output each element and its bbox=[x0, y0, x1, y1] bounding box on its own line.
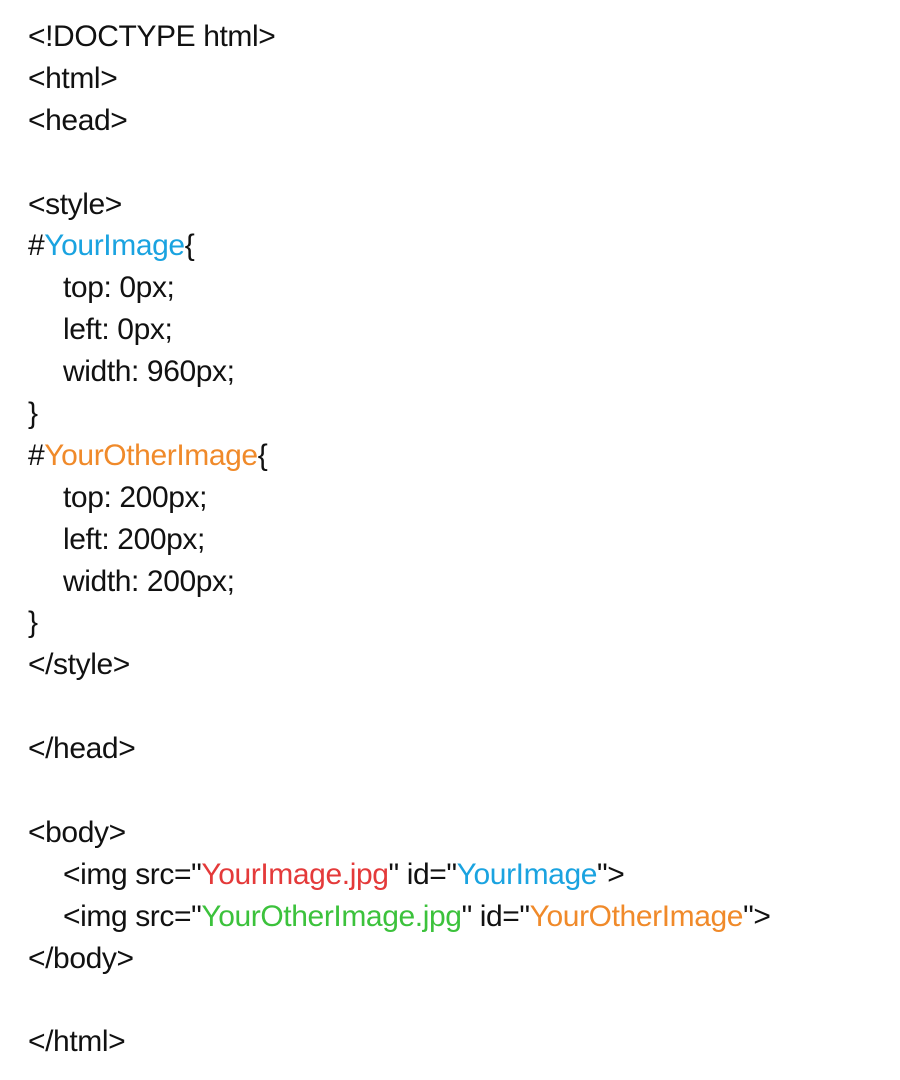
code-line: #YourImage{ bbox=[28, 225, 770, 267]
code-line: <style> bbox=[28, 184, 770, 226]
code-line bbox=[28, 686, 770, 728]
code-line: <!DOCTYPE html> bbox=[28, 16, 770, 58]
code-line: top: 200px; bbox=[28, 477, 770, 519]
code-line: <body> bbox=[28, 812, 770, 854]
code-line: <head> bbox=[28, 100, 770, 142]
code-token: "> bbox=[597, 857, 625, 891]
code-line: <img src="YourOtherImage.jpg" id="YourOt… bbox=[28, 896, 771, 938]
code-line: } bbox=[28, 602, 770, 644]
code-line: top: 0px; bbox=[28, 267, 770, 309]
code-token: <img src=" bbox=[63, 899, 202, 933]
code-token: " id=" bbox=[461, 899, 531, 933]
code-token: } bbox=[28, 606, 38, 640]
code-line: width: 960px; bbox=[28, 351, 770, 393]
code-token: <img src=" bbox=[63, 857, 202, 891]
code-line: #YourOtherImage{ bbox=[28, 435, 770, 477]
code-token: YourOtherImage bbox=[44, 438, 258, 472]
code-token: <!DOCTYPE html> bbox=[28, 20, 276, 53]
code-token: left: 200px; bbox=[63, 522, 205, 556]
code-line: <img src="YourImage.jpg" id="YourImage"> bbox=[28, 854, 770, 896]
code-line: left: 200px; bbox=[28, 519, 770, 561]
code-token: # bbox=[28, 229, 45, 263]
code-token: } bbox=[28, 397, 38, 431]
code-token: " id=" bbox=[388, 857, 458, 891]
code-token: </head> bbox=[28, 732, 136, 766]
code-line: width: 200px; bbox=[28, 561, 770, 603]
code-token: <style> bbox=[28, 187, 122, 221]
code-line: left: 0px; bbox=[28, 309, 770, 351]
code-token: "> bbox=[743, 899, 771, 933]
code-token: left: 0px; bbox=[63, 313, 173, 347]
code-token: YourImage bbox=[44, 229, 185, 263]
code-line: </head> bbox=[28, 728, 770, 770]
code-line bbox=[28, 142, 770, 184]
code-token: YourImage.jpg bbox=[201, 857, 389, 891]
code-line: <html> bbox=[28, 58, 770, 100]
code-line: </style> bbox=[28, 644, 770, 686]
code-line bbox=[28, 770, 770, 812]
code-token: width: 200px; bbox=[63, 564, 235, 598]
code-token: # bbox=[28, 438, 45, 472]
code-token: <html> bbox=[28, 61, 118, 95]
code-token: { bbox=[184, 229, 195, 263]
code-token: <head> bbox=[28, 103, 128, 137]
code-token: </body> bbox=[28, 941, 134, 975]
code-line: </html> bbox=[28, 1021, 770, 1063]
code-token: YourOtherImage.jpg bbox=[201, 899, 462, 933]
code-token: { bbox=[257, 438, 268, 472]
code-listing: <!DOCTYPE html><html><head><style>#YourI… bbox=[28, 16, 771, 1063]
code-token: YourOtherImage bbox=[529, 899, 744, 933]
code-token: </style> bbox=[28, 648, 130, 682]
code-token: </html> bbox=[28, 1025, 126, 1059]
code-token: top: 0px; bbox=[63, 271, 175, 305]
code-token: width: 960px; bbox=[63, 355, 235, 389]
code-token: top: 200px; bbox=[63, 480, 208, 514]
code-token: YourImage bbox=[456, 857, 598, 891]
code-token: <body> bbox=[28, 815, 126, 849]
code-line: } bbox=[28, 393, 770, 435]
code-line: </body> bbox=[28, 938, 770, 980]
code-line bbox=[28, 979, 770, 1021]
